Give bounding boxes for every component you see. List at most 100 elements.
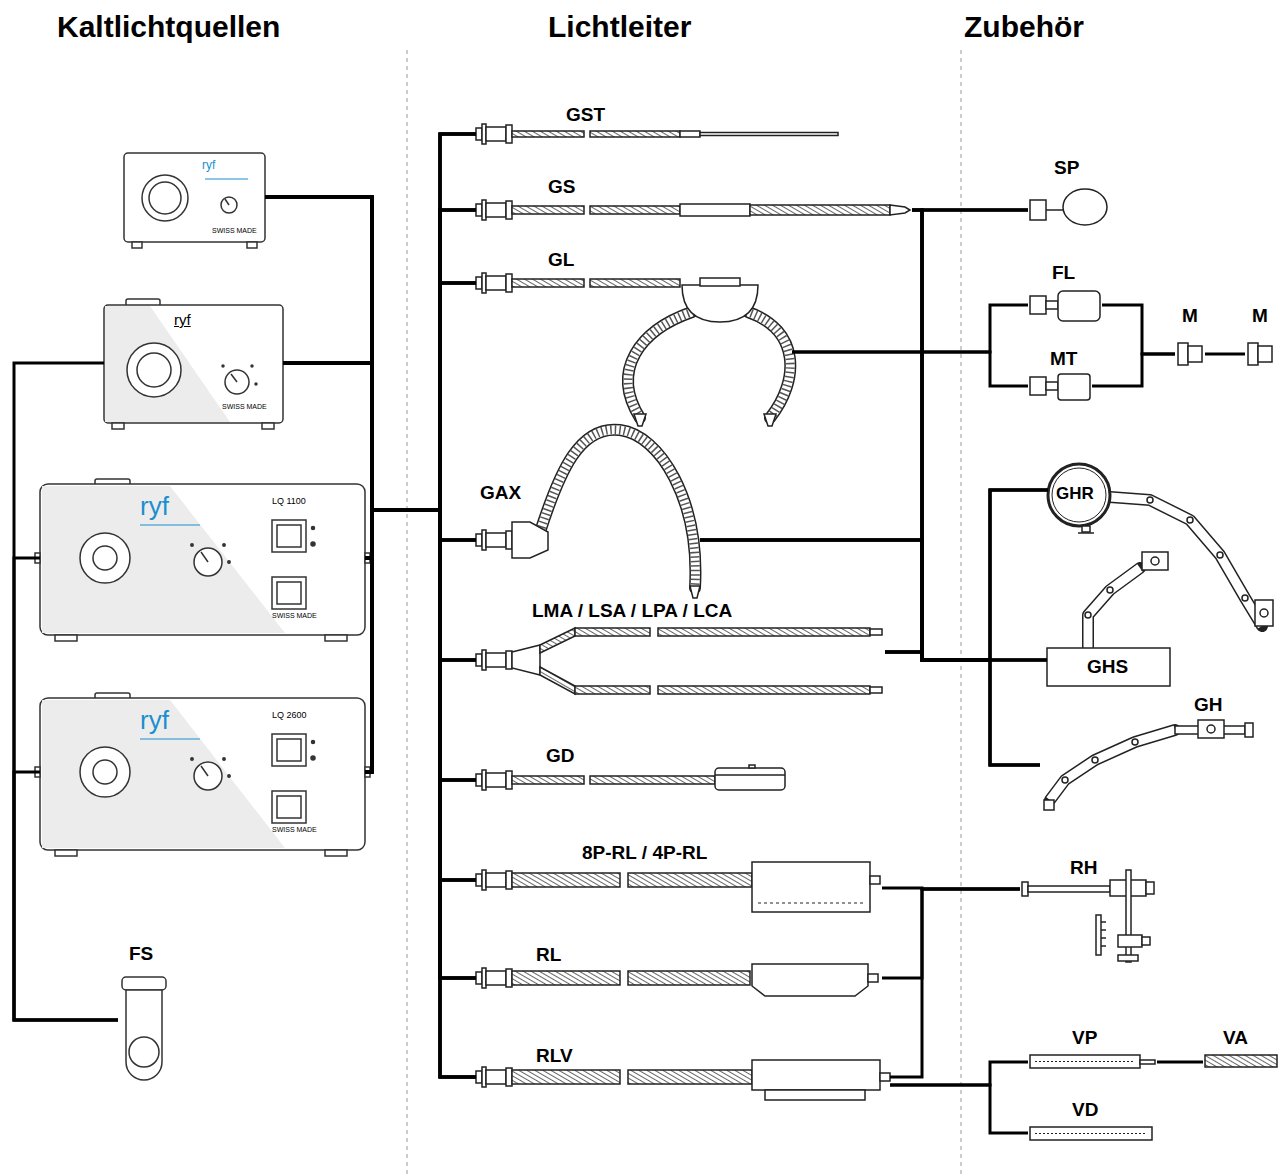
device-marking: ryf xyxy=(140,706,169,736)
accessory: VA xyxy=(1203,1025,1278,1070)
light-guide: GL xyxy=(476,249,792,422)
column-heading: Kaltlichtquellen xyxy=(57,10,280,45)
light-source-drawing xyxy=(35,153,370,1080)
connector-line xyxy=(792,352,1028,386)
connector-line xyxy=(882,889,1020,978)
part-code: GHR xyxy=(1056,484,1094,504)
ring-light: 8P-RL / 4P-RL xyxy=(476,842,882,915)
connector-line xyxy=(365,134,476,772)
part-code: M xyxy=(1252,305,1268,327)
device-marking: SWISS MADE xyxy=(212,227,257,235)
connector-line xyxy=(1205,353,1245,356)
connector-line xyxy=(283,363,476,780)
connector-line xyxy=(365,510,476,880)
part-code: GHS xyxy=(1087,656,1128,678)
ring-light: RL xyxy=(476,944,882,998)
column-heading: Lichtleiter xyxy=(548,10,691,45)
accessory: VD xyxy=(1028,1097,1154,1142)
device-marking: ryf xyxy=(174,311,191,328)
light-guide: GD xyxy=(476,745,786,800)
device-marking: LQ 2600 xyxy=(272,710,307,720)
part-code: GST xyxy=(566,104,605,126)
connector-line xyxy=(14,363,118,1020)
connector-line xyxy=(365,510,476,1077)
connector-line xyxy=(283,363,476,880)
connector-line xyxy=(283,210,476,510)
connector-line xyxy=(700,540,1047,660)
connector-line xyxy=(365,283,476,772)
part-code: LMA / LSA / LPA / LCA xyxy=(532,600,732,622)
accessory: FL xyxy=(1028,262,1102,325)
connector-line xyxy=(700,210,1028,540)
connector-line xyxy=(365,510,476,558)
accessory: VP xyxy=(1028,1025,1157,1070)
connector-line xyxy=(890,889,1020,1077)
connector-line xyxy=(14,772,118,1020)
connector-line xyxy=(1102,305,1175,354)
connector-line xyxy=(700,490,1048,660)
connector-line xyxy=(365,510,476,978)
connector-line xyxy=(912,210,1047,660)
device-marking: SWISS MADE xyxy=(272,826,317,834)
part-code: VA xyxy=(1223,1027,1248,1049)
light-guide-drawing xyxy=(476,124,910,1100)
connector-line xyxy=(792,305,1028,352)
connector-line xyxy=(365,510,476,780)
accessory: MT xyxy=(1028,348,1092,403)
connector-line xyxy=(365,510,476,772)
part-code: RL xyxy=(536,944,561,966)
device-marking: LQ 1100 xyxy=(272,496,306,506)
connector-line xyxy=(283,363,476,540)
connector-line xyxy=(365,210,476,558)
accessory-drawing xyxy=(1022,189,1277,1140)
connector-line xyxy=(365,510,476,780)
connector-line xyxy=(283,134,476,510)
part-code: GH xyxy=(1194,694,1223,716)
stand: GH xyxy=(1040,688,1248,812)
light-guide: LMA / LSA / LPA / LCA xyxy=(476,598,885,700)
part-code: GAX xyxy=(480,482,521,504)
connector-line xyxy=(365,510,476,772)
connector-line xyxy=(890,1085,1028,1133)
part-code: FL xyxy=(1052,262,1075,284)
device-marking: ryf xyxy=(140,492,169,522)
connector-line xyxy=(365,134,476,558)
connector-line xyxy=(283,363,476,978)
connector-line xyxy=(365,510,476,660)
part-code: GL xyxy=(548,249,574,271)
light-guide: GST xyxy=(476,104,840,146)
connector-line xyxy=(283,363,476,1077)
connector-line xyxy=(885,210,1028,652)
connector-line xyxy=(890,1062,1028,1085)
connector-line xyxy=(365,510,476,880)
part-code: 8P-RL / 4P-RL xyxy=(582,842,707,864)
device-marking: SWISS MADE xyxy=(222,403,267,411)
stand: GHR xyxy=(1048,464,1110,526)
connector-line xyxy=(1157,1061,1203,1064)
light-source: ryfSWISS MADE xyxy=(124,150,265,245)
part-code: FS xyxy=(129,943,153,965)
light-source: ryfSWISS MADE xyxy=(104,299,283,423)
holder: RH xyxy=(1020,857,1155,965)
connector-line xyxy=(14,558,118,1020)
accessory: SP xyxy=(1028,157,1110,227)
light-guide: GS xyxy=(476,176,912,222)
part-code: SP xyxy=(1054,157,1079,179)
part-code: M xyxy=(1182,305,1198,327)
device-marking: ryf xyxy=(202,159,215,173)
connector-line xyxy=(1092,354,1175,386)
connector-line xyxy=(283,283,476,510)
light-source: ryf LQ 1100SWISS MADE xyxy=(40,484,365,635)
accessory: M xyxy=(1245,305,1275,370)
part-code: GS xyxy=(548,176,575,198)
connector-line xyxy=(365,510,476,978)
part-code: VP xyxy=(1072,1027,1097,1049)
device-marking: SWISS MADE xyxy=(272,612,317,620)
connector-line xyxy=(365,510,476,1077)
accessory: M xyxy=(1175,305,1205,370)
part-code: GD xyxy=(546,745,575,767)
part-code: RH xyxy=(1070,857,1097,879)
connector-line xyxy=(912,210,1048,660)
light-source: ryf LQ 2600SWISS MADE xyxy=(40,698,365,850)
